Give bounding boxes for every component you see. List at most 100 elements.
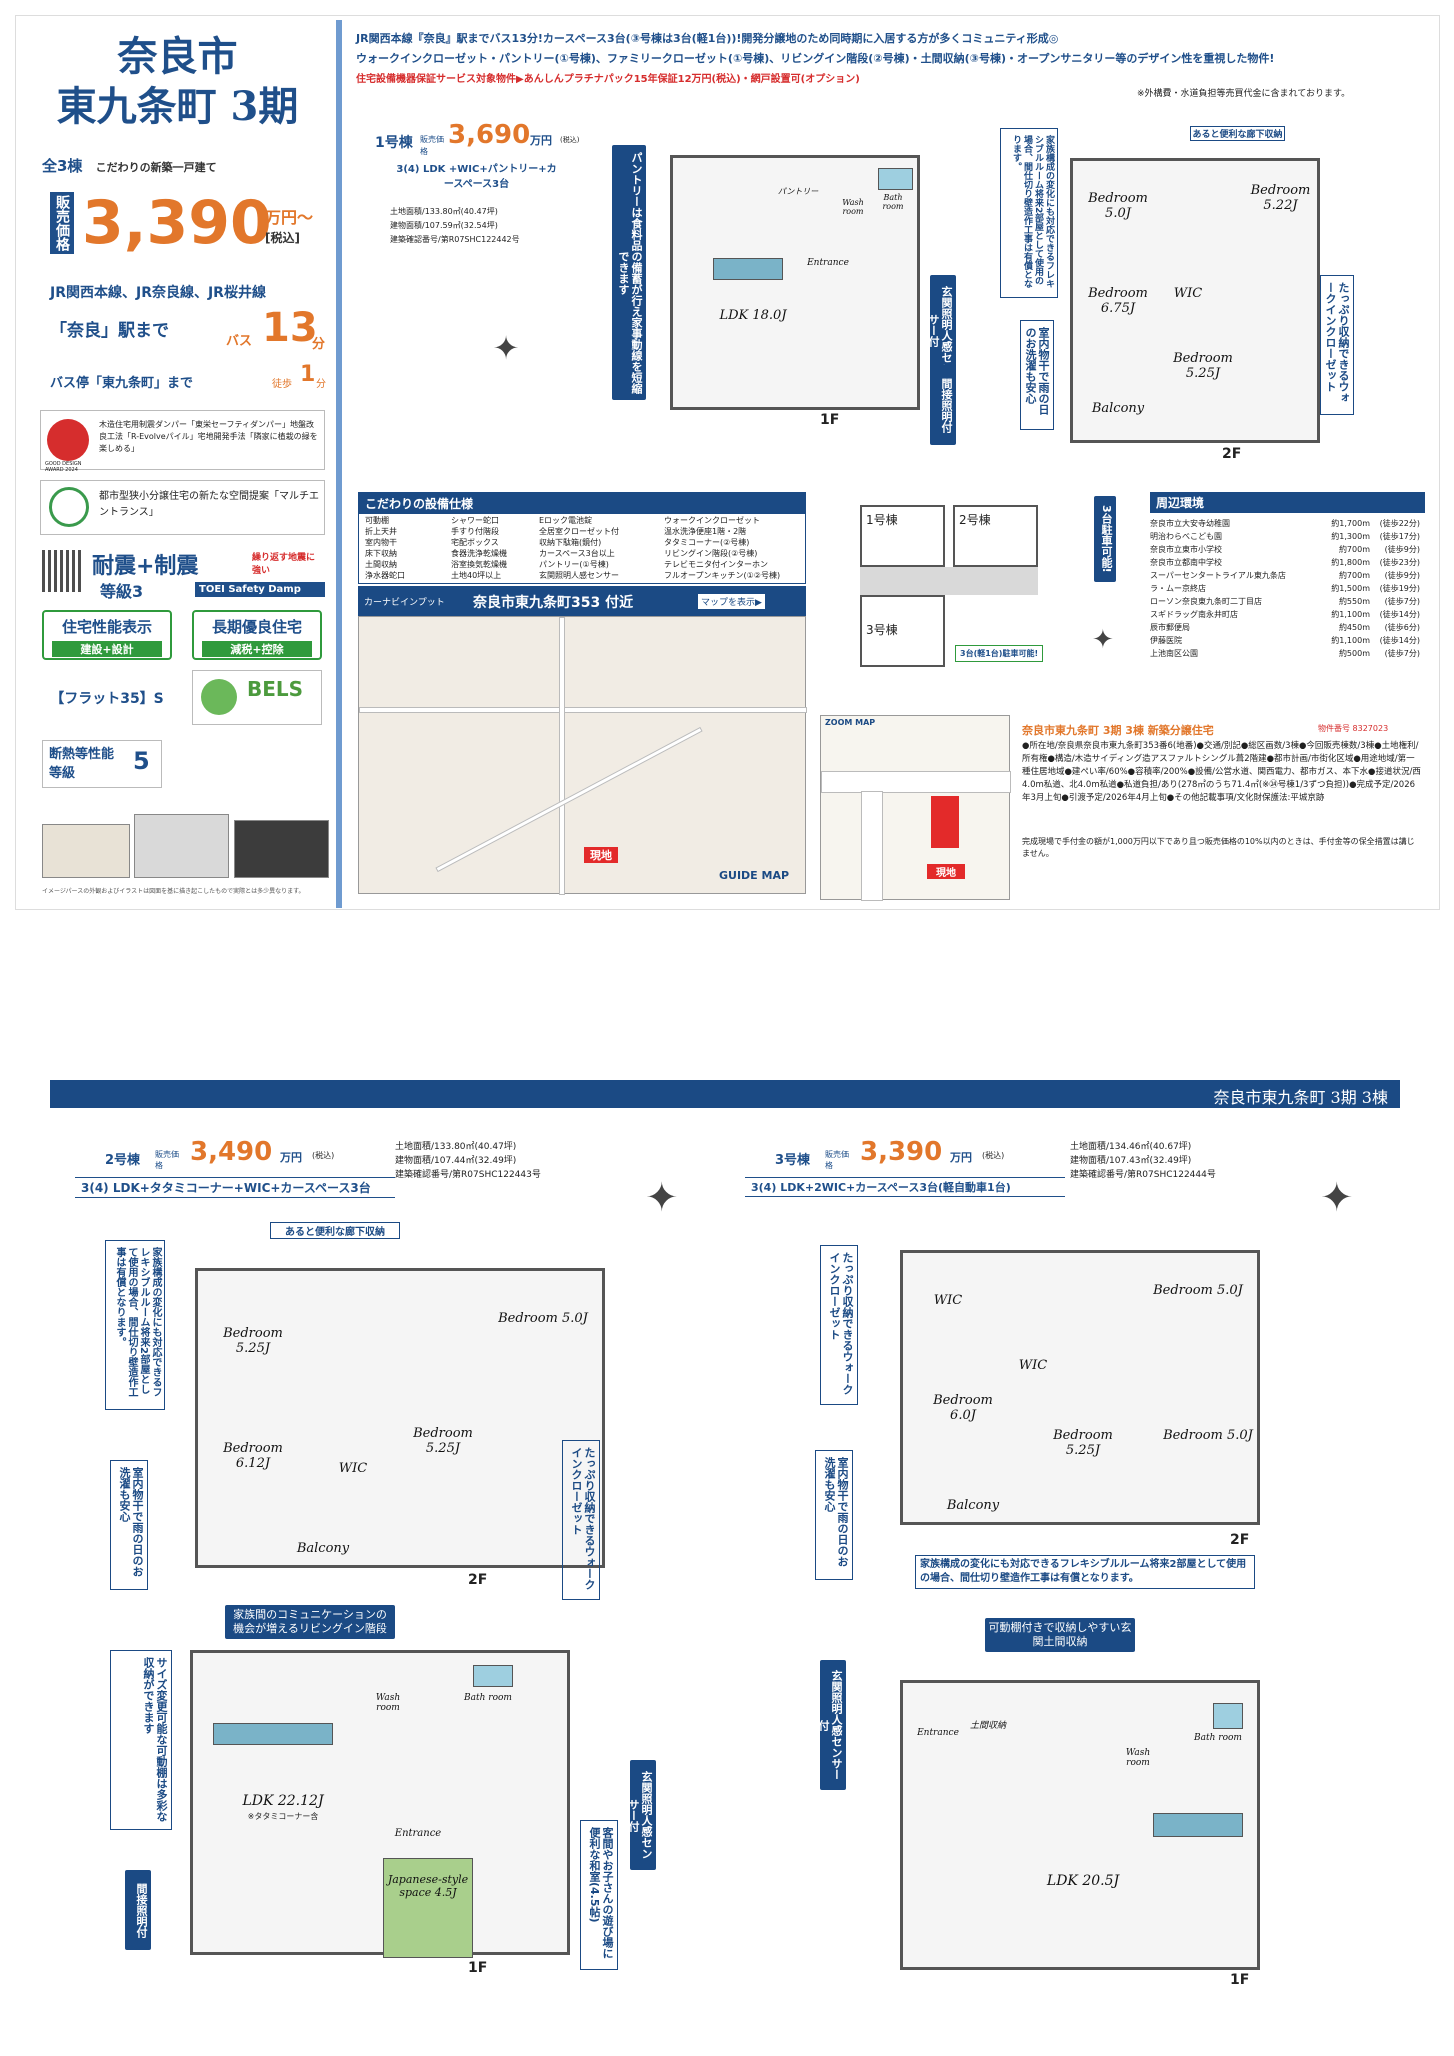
feature-item: 温水洗浄便座1階・2階 bbox=[664, 527, 747, 536]
feature-item: 土地40坪以上 bbox=[451, 571, 502, 580]
zoom-current-marker: 現地 bbox=[927, 864, 965, 879]
house1-confirm: 建築確認番号/第R07SHC122442号 bbox=[390, 235, 520, 244]
long-term: 長期優良住宅 減税+控除 bbox=[192, 610, 322, 660]
header-line1: JR関西本線『奈良』駅までバス13分!カースペース3台(③号棟は3台(軽1台))… bbox=[356, 32, 1059, 45]
env-place: スギドラッグ南永井町店 bbox=[1150, 610, 1238, 619]
zoom-map[interactable]: ZOOM MAP 現地 bbox=[820, 715, 1011, 901]
perf2: 長期優良住宅 bbox=[211, 618, 302, 636]
perf1-sub: 建設+設計 bbox=[52, 641, 162, 657]
h3-bed1: Bedroom 5.0J bbox=[1153, 1283, 1243, 1298]
house1-price-unit: 万円 bbox=[530, 134, 552, 147]
house1-floor1: 1F bbox=[820, 412, 840, 428]
house2-point-flex: 家族構成の変化にも対応できるフレキシブルルーム将来2部屋として使用の場合、間仕切… bbox=[105, 1240, 165, 1410]
env-distance: 約1,800m bbox=[1331, 558, 1370, 567]
award-good-design: GOOD DESIGN AWARD 2024 木造住宅用制震ダンパー「東栄セーフ… bbox=[40, 410, 325, 473]
zoom-map-label: ZOOM MAP bbox=[825, 718, 876, 727]
left-column: 奈良市 東九条町 3期 全3棟 こだわりの新築一戸建て 販売価格 3,390 万… bbox=[20, 20, 342, 908]
env-row: 上池南区公園約500m(徒歩7分) bbox=[1150, 647, 1425, 660]
bus-minutes: 13 bbox=[262, 305, 318, 351]
house3-compass-icon: ✦ bbox=[1320, 1175, 1354, 1221]
h2-bathtub bbox=[473, 1665, 513, 1687]
house3-building: 建物面積/107.43㎡(32.49坪) bbox=[1070, 1156, 1192, 1166]
h2-ldk: LDK 22.12J bbox=[242, 1793, 324, 1809]
house1-price-tax: (税込) bbox=[560, 136, 580, 144]
h2-wash: Wash room bbox=[375, 1693, 401, 1713]
house3-price: 3,390 bbox=[860, 1137, 943, 1167]
room-bed1: Bedroom 5.0J bbox=[1088, 191, 1148, 221]
perf1: 住宅性能表示 bbox=[61, 618, 152, 636]
house2-confirm: 建築確認番号/第R07SHC122443号 bbox=[395, 1170, 541, 1180]
map-current-marker: 現地 bbox=[584, 847, 618, 863]
feature-item: 折上天井 bbox=[365, 527, 397, 536]
house3-land: 土地面積/134.46㎡(40.67坪) bbox=[1070, 1142, 1192, 1152]
bels-text: BELS bbox=[247, 677, 304, 701]
house2-header: 2号棟 販売価格 3,490 万円 (税込) 3(4) LDK+タタミコーナー+… bbox=[75, 1135, 395, 1198]
outline-note: 完成現場で手付金の額が1,000万円以下であり且つ販売価格の10%以内のときは、… bbox=[1022, 837, 1415, 858]
lot-1: 1号棟 bbox=[860, 505, 945, 567]
bus-label: バス bbox=[226, 334, 253, 349]
outline-box: 奈良市東九条町 3期 3棟 新築分譲住宅 物件番号 8327023 ●所在地/奈… bbox=[1018, 718, 1428, 903]
feature-item: タタミコーナー(②号棟) bbox=[664, 538, 750, 547]
env-distance: 約1,700m bbox=[1331, 519, 1370, 528]
h3-ldk: LDK 20.5J bbox=[1046, 1873, 1120, 1889]
house3-layout: 3(4) LDK+2WIC+カースペース3台(軽自動車1台) bbox=[745, 1177, 1065, 1197]
house2-name: 2号棟 bbox=[105, 1153, 141, 1168]
room-ldk: LDK 18.0J bbox=[719, 308, 787, 323]
env-walk: (徒歩17分) bbox=[1379, 532, 1420, 541]
house3-price-tax: (税込) bbox=[982, 1151, 1005, 1160]
feature-item: 浴室換気乾燥機 bbox=[451, 560, 507, 569]
house1-price-label: 販売価格 bbox=[420, 135, 444, 156]
quake-brand: TOEI Safety Damp bbox=[195, 582, 325, 597]
house2-land: 土地面積/133.80㎡(40.47坪) bbox=[395, 1142, 517, 1152]
house3-name: 3号棟 bbox=[775, 1153, 811, 1168]
room-bed4: Bedroom 5.25J bbox=[1173, 351, 1233, 381]
feature-item: 手すり付階段 bbox=[451, 527, 499, 536]
station: 「奈良」駅まで bbox=[50, 321, 169, 341]
outline-title: 奈良市東九条町 3期 3棟 新築分譲住宅 bbox=[1022, 724, 1214, 737]
house1-info: 1号棟 販売価格 3,690 万円 (税込) 3(4) LDK +WIC+パント… bbox=[370, 120, 590, 250]
house2-price-tax: (税込) bbox=[312, 1151, 335, 1160]
image-caption: イメージパースの外観およびイラストは図面を基に描き起こしたもので実際とは多少異な… bbox=[42, 888, 305, 895]
features-box: こだわりの設備仕様 可動棚折上天井室内物干床下収納土間収納浄水器蛇口 シャワー蛇… bbox=[358, 492, 806, 584]
guide-map[interactable]: 現地 GUIDE MAP bbox=[358, 616, 807, 895]
features-col4: ウォークインクローゼット温水洗浄便座1階・2階タタミコーナー(②号棟)リビングイ… bbox=[664, 515, 804, 581]
h3-storage: 土間収納 bbox=[969, 1721, 1006, 1731]
env-row: ラ・ムー京終店約1,500m(徒歩19分) bbox=[1150, 582, 1425, 595]
house2-plan-2f: Bedroom 5.25J Bedroom 5.0J Bedroom 6.12J… bbox=[195, 1268, 605, 1568]
env-walk: (徒歩19分) bbox=[1379, 584, 1420, 593]
h3-wash: Wash room bbox=[1125, 1748, 1151, 1768]
h3-bath: Bath room bbox=[1194, 1733, 1242, 1743]
house1-point-top: あると便利な廊下収納 bbox=[1190, 126, 1285, 141]
lot1-label: 1号棟 bbox=[866, 513, 898, 527]
feature-item: テレビモニタ付インターホン bbox=[664, 560, 768, 569]
env-place: 奈良市立東市小学校 bbox=[1150, 545, 1222, 554]
room-bath: Bath room bbox=[882, 193, 904, 211]
zoom-road-2 bbox=[861, 791, 883, 901]
env-row: 奈良市立東市小学校 約700m (徒歩9分) bbox=[1150, 543, 1425, 556]
price-unit: 万円〜 [税込] bbox=[265, 208, 313, 248]
access-lines: JR関西本線、JR奈良線、JR桜井線 bbox=[50, 285, 266, 301]
page-title: 奈良市 東九条町 3期 bbox=[20, 32, 335, 132]
map-qr-label[interactable]: マップを表示▶ bbox=[698, 594, 765, 609]
h3-balcony: Balcony bbox=[946, 1498, 1000, 1513]
map-road-3 bbox=[435, 726, 703, 873]
env-walk: (徒歩9分) bbox=[1384, 545, 1420, 554]
env-distance: 約700m bbox=[1338, 571, 1370, 580]
house3-confirm: 建築確認番号/第R07SHC122444号 bbox=[1070, 1170, 1216, 1180]
award1-title: GOOD DESIGN AWARD 2024 bbox=[45, 461, 82, 473]
features-col2: シャワー蛇口手すり付階段宅配ボックス食器洗浄乾燥機浴室換気乾燥機土地40坪以上 bbox=[451, 515, 546, 581]
env-place: 辰市郵便局 bbox=[1150, 623, 1190, 632]
env-box: 周辺環境 奈良市立大安寺幼稚園約1,700m(徒歩22分)明治わらべこども園約1… bbox=[1150, 492, 1425, 710]
env-row: 奈良市立都南中学校約1,800m(徒歩23分) bbox=[1150, 556, 1425, 569]
features-col3: Eロック電池錠全居室クローゼット付収納下駄箱(鏡付)カースペース3台以上パントリ… bbox=[539, 515, 664, 581]
env-row: スーパーセンタートライアル東九条店約700m(徒歩9分) bbox=[1150, 569, 1425, 582]
env-distance: 約700m bbox=[1338, 545, 1370, 554]
feature-item: フルオープンキッチン(①②号棟) bbox=[664, 571, 781, 580]
room-bed2: Bedroom 5.22J bbox=[1250, 183, 1311, 213]
header-box: JR関西本線『奈良』駅までバス13分!カースペース3台(③号棟は3台(軽1台))… bbox=[342, 22, 1427, 99]
feature-item: 室内物干 bbox=[365, 538, 397, 547]
feature-item: 宅配ボックス bbox=[451, 538, 499, 547]
env-row: 明治わらべこども園約1,300m(徒歩17分) bbox=[1150, 530, 1425, 543]
house1-point-wic: たっぷり収納できるウォークインクローゼット bbox=[1320, 275, 1354, 415]
env-distance: 約500m bbox=[1338, 649, 1370, 658]
